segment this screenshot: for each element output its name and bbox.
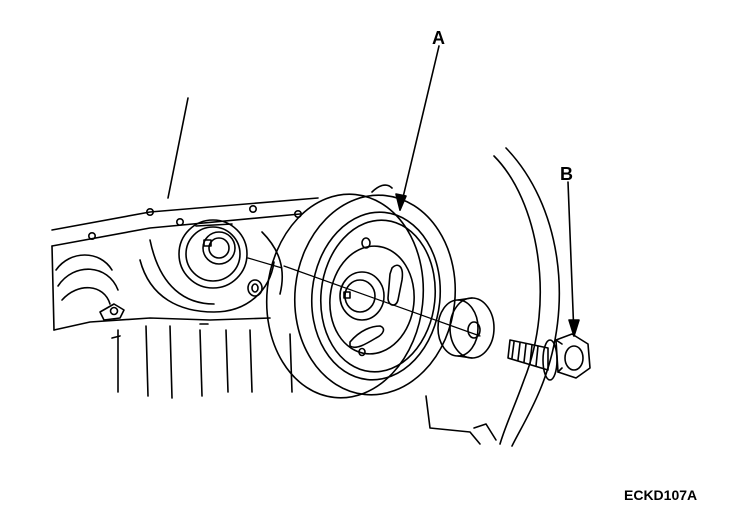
pulley-washer: [438, 298, 494, 358]
assembly-axis: [284, 266, 480, 336]
figure-code: ECKD107A: [624, 487, 697, 503]
callout-label-b: B: [560, 164, 573, 184]
wheel-arch: [426, 148, 559, 446]
callout-leader-b: [568, 182, 579, 336]
crankshaft-pulley: [257, 185, 465, 406]
callout-label-a: A: [432, 28, 445, 48]
pulley-bolt: [508, 334, 590, 380]
engine-block: [52, 98, 318, 398]
callout-leader-a: [396, 46, 439, 210]
